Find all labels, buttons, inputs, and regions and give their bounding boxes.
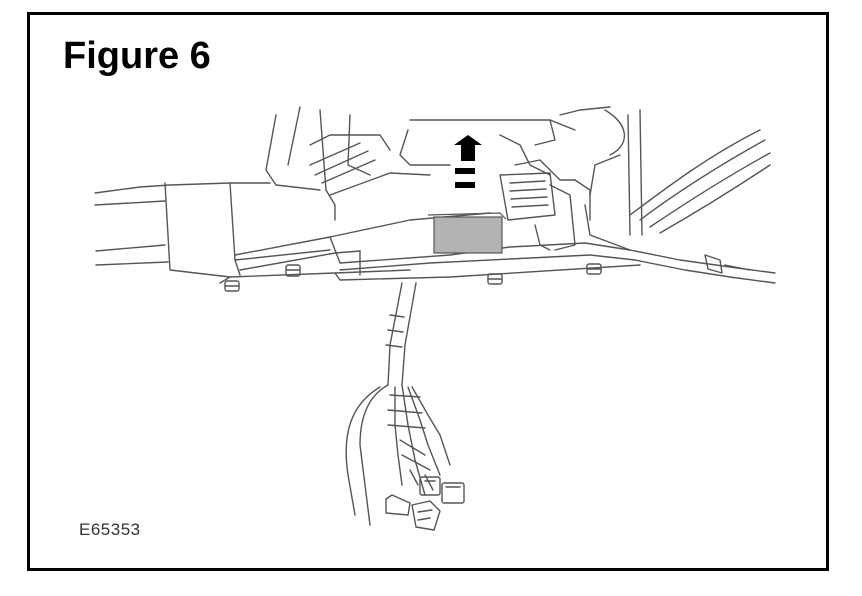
technical-illustration <box>94 106 776 531</box>
connector-block-upper <box>499 172 556 251</box>
highlighted-module <box>427 212 507 254</box>
up-arrow-icon <box>454 135 482 188</box>
right-wiring-harness <box>629 129 776 284</box>
figure-title: Figure 6 <box>63 35 211 77</box>
mounting-studs <box>224 263 602 292</box>
lower-wiring-harness <box>345 282 465 531</box>
illustration-reference-code: E65353 <box>79 520 141 539</box>
crossmember-rail <box>94 154 641 284</box>
figure-frame: Figure 6 <box>27 12 829 571</box>
